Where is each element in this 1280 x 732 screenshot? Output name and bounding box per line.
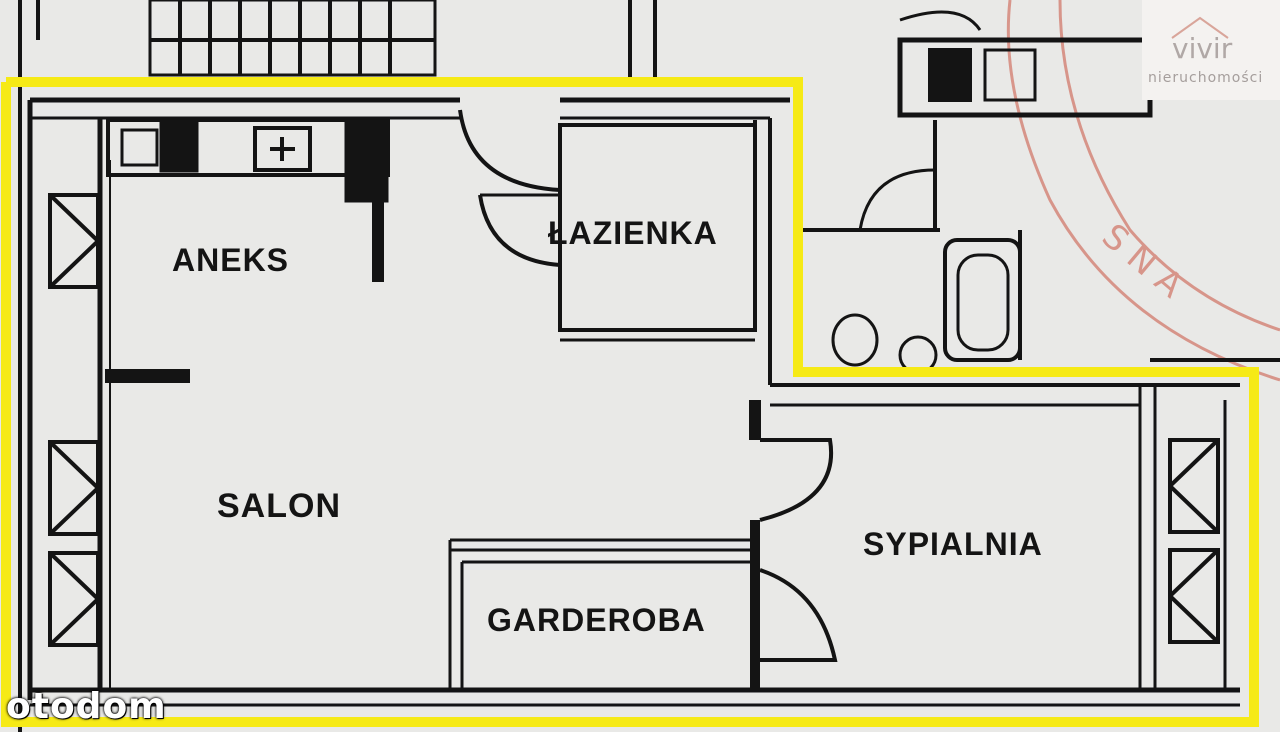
room-label-garderoba: GARDEROBA [487, 602, 706, 638]
room-label-lazienka: ŁAZIENKA [548, 215, 718, 251]
otodom-watermark: otodom [6, 686, 167, 727]
agency-logo: vivir nieruchomości [1142, 0, 1280, 100]
house-roof-icon [1171, 16, 1229, 39]
room-label-aneks: ANEKS [172, 242, 290, 278]
room-label-sypialnia: SYPIALNIA [863, 526, 1043, 562]
agency-subtitle: nieruchomości [1148, 70, 1264, 86]
windows [48, 193, 1220, 647]
room-label-salon: SALON [217, 487, 341, 525]
agency-name: vivir [1172, 32, 1233, 65]
kitchen-counter [106, 118, 390, 282]
apartment-walls [27, 97, 1240, 707]
apartment-highlight-outline [1, 77, 1259, 727]
neighbour-unit [18, 0, 1280, 732]
